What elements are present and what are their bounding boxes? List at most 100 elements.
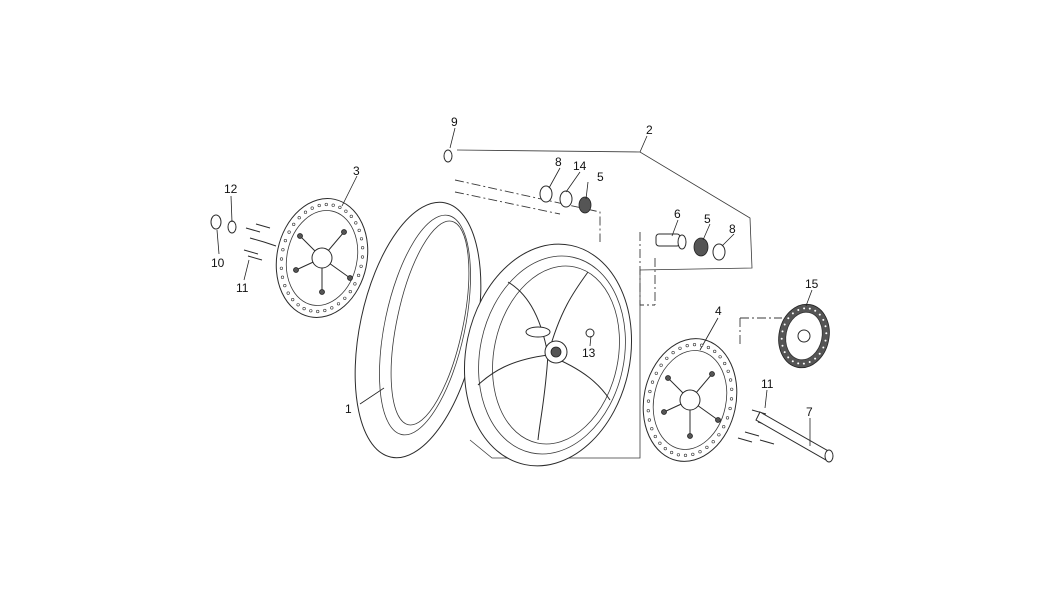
drill-hole bbox=[316, 309, 320, 314]
drill-hole bbox=[357, 228, 361, 232]
ring-slot bbox=[824, 339, 827, 342]
drill-hole bbox=[722, 425, 726, 429]
callout-8-left: 8 bbox=[555, 155, 562, 169]
drill-hole bbox=[725, 416, 730, 420]
drill-hole bbox=[330, 306, 334, 310]
callout-5-right: 5 bbox=[704, 212, 711, 226]
ring-slot bbox=[797, 309, 800, 311]
ring-slot bbox=[818, 313, 821, 316]
callout-5-left: 5 bbox=[597, 170, 604, 184]
drill-hole bbox=[303, 210, 308, 214]
drill-hole bbox=[357, 273, 361, 278]
drill-hole bbox=[359, 264, 363, 268]
callout-9: 9 bbox=[451, 115, 458, 129]
ring-slot bbox=[814, 357, 817, 360]
callout-11-right: 11 bbox=[761, 377, 774, 391]
disc-drill-holes bbox=[279, 202, 734, 458]
ring-slot bbox=[781, 330, 784, 333]
drill-hole bbox=[281, 248, 285, 252]
callout-8-right: 8 bbox=[729, 222, 736, 236]
wheel-rim bbox=[463, 243, 633, 467]
drill-hole bbox=[287, 230, 291, 234]
drill-hole bbox=[348, 290, 352, 294]
drill-hole bbox=[324, 202, 328, 207]
ring-slot bbox=[791, 360, 794, 363]
ring-slot bbox=[808, 361, 811, 363]
drill-hole bbox=[683, 453, 688, 458]
ring-slot bbox=[824, 325, 827, 328]
drill-hole bbox=[323, 308, 327, 313]
drill-hole bbox=[726, 369, 730, 373]
callout-15: 15 bbox=[805, 277, 819, 291]
callout-14: 14 bbox=[573, 159, 587, 173]
drill-hole bbox=[317, 203, 321, 208]
brake-disc-right bbox=[642, 338, 738, 462]
ring-slot bbox=[808, 307, 811, 310]
drill-hole bbox=[699, 343, 704, 347]
drill-hole bbox=[729, 397, 734, 401]
drill-hole bbox=[669, 450, 674, 455]
drill-hole bbox=[728, 378, 733, 382]
callout-10: 10 bbox=[211, 256, 225, 270]
drill-hole bbox=[718, 355, 722, 359]
drill-hole bbox=[678, 346, 682, 350]
drill-hole bbox=[286, 291, 290, 295]
drill-hole bbox=[663, 447, 667, 451]
callout-1: 1 bbox=[345, 402, 352, 416]
drill-hole bbox=[343, 296, 347, 300]
drill-hole bbox=[344, 209, 348, 213]
drill-hole bbox=[279, 266, 284, 270]
drill-hole bbox=[658, 441, 662, 445]
brake-disc-left bbox=[275, 198, 369, 318]
drill-hole bbox=[654, 371, 658, 375]
callout-3: 3 bbox=[353, 164, 360, 178]
callout-12: 12 bbox=[224, 182, 238, 196]
callout-labels: 1 2 3 4 5 5 6 7 8 8 9 10 11 11 12 13 14 … bbox=[211, 115, 819, 419]
callout-2: 2 bbox=[646, 123, 653, 137]
drill-hole bbox=[676, 453, 681, 457]
drill-hole bbox=[361, 246, 365, 250]
drill-hole bbox=[309, 309, 313, 313]
ring-slot bbox=[781, 344, 784, 347]
drill-hole bbox=[698, 450, 702, 454]
drill-hole bbox=[297, 216, 301, 220]
axle bbox=[755, 411, 834, 463]
drill-hole bbox=[338, 205, 342, 209]
drill-hole bbox=[717, 433, 721, 437]
ring-slot bbox=[787, 356, 790, 359]
ring-slot bbox=[780, 337, 783, 340]
drill-hole bbox=[711, 440, 715, 444]
drill-hole bbox=[349, 214, 353, 218]
drill-hole bbox=[691, 452, 695, 457]
drill-hole bbox=[671, 351, 675, 355]
drill-hole bbox=[705, 445, 709, 450]
drill-hole bbox=[291, 298, 295, 302]
ring-slot bbox=[783, 323, 786, 326]
drill-hole bbox=[292, 222, 296, 226]
drill-hole bbox=[648, 389, 652, 394]
sensor-ring-teeth bbox=[780, 307, 828, 365]
leader-lines bbox=[216, 127, 813, 446]
bearing-parts bbox=[210, 149, 726, 261]
drill-hole bbox=[353, 282, 357, 286]
ring-slot bbox=[797, 362, 800, 365]
drill-hole bbox=[283, 284, 287, 288]
drill-hole bbox=[713, 349, 717, 354]
callout-7: 7 bbox=[806, 405, 813, 419]
drill-hole bbox=[650, 427, 654, 431]
drill-hole bbox=[653, 434, 657, 439]
ring-slot bbox=[783, 351, 786, 354]
drill-hole bbox=[723, 361, 727, 366]
drill-hole bbox=[685, 344, 689, 348]
callout-13: 13 bbox=[582, 346, 596, 360]
drill-hole bbox=[650, 380, 655, 384]
drill-hole bbox=[659, 363, 663, 367]
ring-slot bbox=[818, 352, 821, 355]
drill-hole bbox=[665, 356, 669, 360]
drill-hole bbox=[646, 409, 650, 413]
drill-hole bbox=[728, 406, 732, 411]
drill-hole bbox=[360, 255, 365, 259]
drill-hole bbox=[354, 221, 358, 225]
sensor-ring bbox=[778, 303, 830, 369]
